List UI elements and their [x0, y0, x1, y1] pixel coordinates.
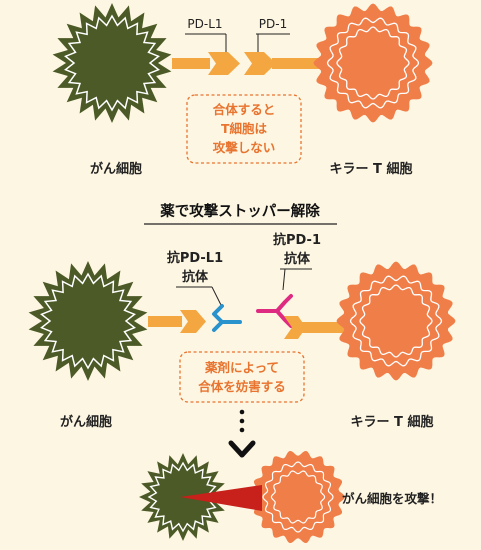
- pd-1-receptor-top: [244, 52, 324, 75]
- note-top-line-3: 攻撃しない: [213, 140, 276, 155]
- cancer-cell-attacked-outline: [147, 461, 219, 533]
- note-top-line-2: T細胞は: [221, 121, 268, 136]
- killer-t-cell-attacking-ring-outer: [262, 461, 334, 533]
- note-box-bottom: [179, 351, 305, 403]
- pd-l1-label: PD-L1: [187, 17, 222, 31]
- killer-label-bottom: キラー T 細胞: [351, 414, 434, 430]
- killer-t-cell-bottom-ring-inner: [359, 284, 433, 358]
- note-bottom-line-2: 合体を妨害する: [198, 379, 286, 394]
- anti-pd-1-label-line-2: 抗体: [284, 251, 311, 267]
- cancer-cell-top: [52, 3, 172, 123]
- cancer-cell-top-outline: [64, 14, 160, 112]
- pd-1-receptor-bottom: [284, 316, 344, 339]
- killer-t-cell-bottom-ring-outer: [349, 275, 443, 367]
- note-bottom-line-1: 薬剤によって: [204, 360, 279, 375]
- cancer-label-bottom: がん細胞: [60, 414, 112, 430]
- killer-label-top: キラー T 細胞: [330, 161, 413, 177]
- killer-t-cell-attacking-ring-inner: [270, 470, 326, 524]
- pd-l1-receptor-top: [172, 52, 240, 75]
- pd-l1-receptor-bottom: [148, 310, 206, 333]
- section-title: 薬で攻撃ストッパー解除: [160, 202, 320, 220]
- anti-pd-1-antibody: [256, 294, 293, 328]
- killer-t-cell-bottom: [336, 261, 456, 381]
- anti-pd-l1-antibody: [212, 304, 242, 332]
- anti-pd-l1-label-line-1: 抗PD-L1: [167, 250, 223, 266]
- down-arrow-icon: [228, 409, 256, 458]
- anti-pd-l1-label-line-2: 抗体: [182, 269, 209, 285]
- anti-pd-1-pointer-stem: [282, 268, 286, 291]
- killer-t-cell-top-ring-outer: [326, 17, 420, 109]
- note-top-line-1: 合体すると: [213, 102, 276, 117]
- killer-t-cell-top-ring-inner: [336, 26, 410, 100]
- pd-1-label: PD-1: [259, 17, 287, 31]
- cancer-cell-bottom-outline: [40, 272, 136, 370]
- cancer-cell-bottom: [28, 261, 148, 381]
- killer-t-cell-attacking: [251, 450, 345, 544]
- anti-pd-l1-pointer-stem: [211, 286, 222, 306]
- attack-beam: [180, 485, 262, 511]
- cancer-label-top: がん細胞: [90, 161, 142, 177]
- killer-t-cell-top: [313, 3, 433, 123]
- attack-result-label: がん細胞を攻撃！: [342, 491, 442, 506]
- anti-pd-1-label-line-1: 抗PD-1: [273, 232, 321, 248]
